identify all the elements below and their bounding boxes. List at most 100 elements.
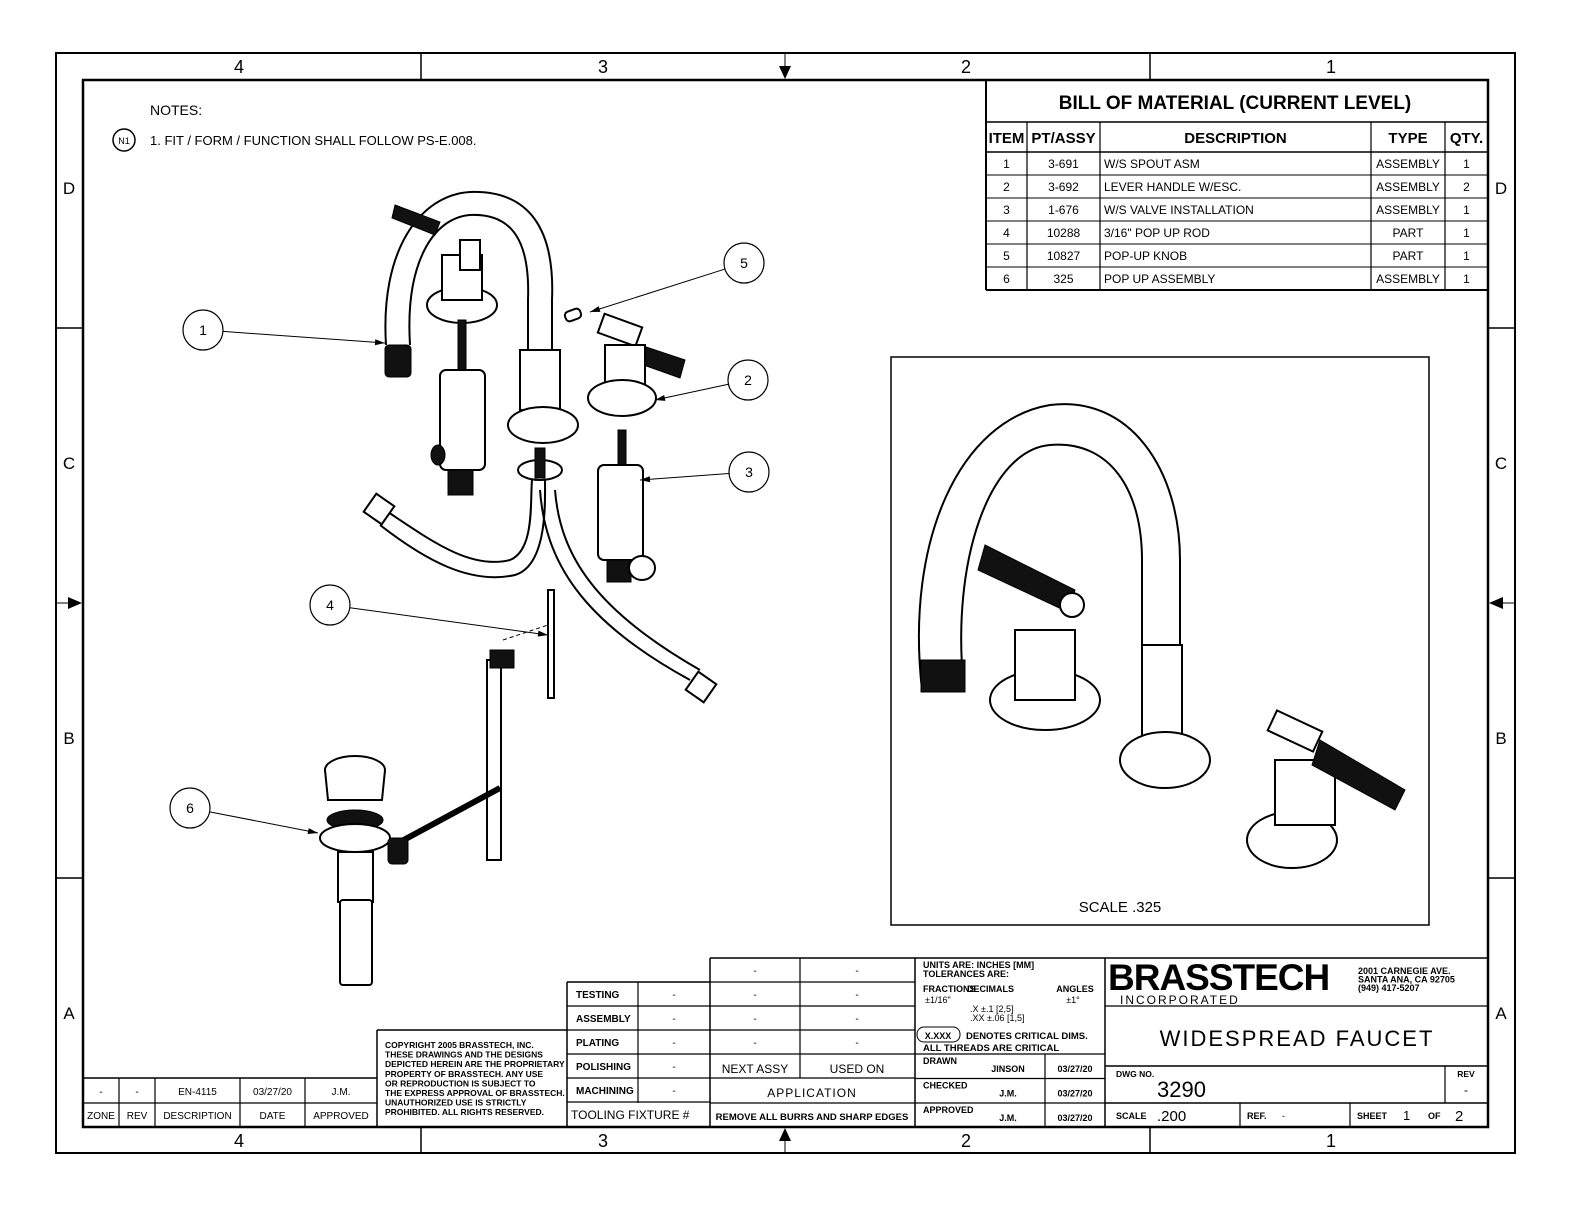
application-cell: - xyxy=(855,990,858,1001)
process-value: - xyxy=(672,1086,675,1097)
rule-line xyxy=(654,383,729,401)
drawing-title: WIDESPREAD FAUCET xyxy=(1160,1026,1435,1051)
dwg-no-label: DWG NO. xyxy=(1116,1069,1154,1079)
fractions-label: FRACTIONS xyxy=(923,984,976,994)
process-label: TESTING xyxy=(576,990,620,1001)
bom-cell: ASSEMBLY xyxy=(1376,157,1440,171)
used-on-label: USED ON xyxy=(830,1062,885,1076)
leader-arrow xyxy=(537,630,548,637)
isometric-view: SCALE .325 xyxy=(890,356,1430,926)
process-value: - xyxy=(672,1038,675,1049)
company-address: 2001 CARNEGIE AVE. xyxy=(1358,966,1451,976)
rev-value: - xyxy=(1464,1083,1468,1097)
zone-dividers xyxy=(56,53,1515,1153)
bom-cell: LEVER HANDLE W/ESC. xyxy=(1104,180,1241,194)
process-label: MACHINING xyxy=(576,1086,634,1097)
rule-line xyxy=(589,268,726,313)
bom-cell: 10288 xyxy=(1047,226,1081,240)
rule-line xyxy=(639,472,730,481)
zone-row-label: D xyxy=(63,179,75,198)
signoff-label: APPROVED xyxy=(923,1105,974,1115)
dwg-no: 3290 xyxy=(1157,1077,1206,1102)
scale-label: SCALE xyxy=(1116,1111,1147,1121)
balloon-number: 5 xyxy=(740,255,748,271)
signoff-date: 03/27/20 xyxy=(1057,1089,1092,1099)
balloon-circle xyxy=(169,787,211,829)
bom-cell: PART xyxy=(1393,226,1425,240)
bom-cell: ASSEMBLY xyxy=(1376,203,1440,217)
supply-hoses xyxy=(362,479,718,704)
process-value: - xyxy=(672,990,675,1001)
left-valve xyxy=(426,239,498,496)
pop-up-drain xyxy=(319,755,409,986)
revision-cell: J.M. xyxy=(332,1087,351,1098)
bom-header: QTY. xyxy=(1450,130,1483,147)
note-item: 1. FIT / FORM / FUNCTION SHALL FOLLOW PS… xyxy=(150,133,477,148)
zone-row-label: D xyxy=(1495,179,1507,198)
bom-cell: 1 xyxy=(1463,157,1470,171)
bom-cell: 325 xyxy=(1053,272,1073,286)
process-label: PLATING xyxy=(576,1038,619,1049)
sheet-count: 2 xyxy=(1455,1108,1463,1125)
zone-row-label: C xyxy=(63,454,75,473)
application-cell: - xyxy=(855,966,858,977)
next-assy-label: NEXT ASSY xyxy=(722,1062,788,1076)
critical-symbol-text: X.XXX xyxy=(925,1031,952,1041)
signoff-date: 03/27/20 xyxy=(1057,1113,1092,1123)
bom-cell: 1 xyxy=(1463,226,1470,240)
bom-cell: 3/16" POP UP ROD xyxy=(1104,226,1210,240)
angles-label: ANGLES xyxy=(1056,984,1094,994)
process-value: - xyxy=(672,1014,675,1025)
application-cell: - xyxy=(753,1014,756,1025)
bom-cell: PART xyxy=(1393,249,1425,263)
balloon-circle xyxy=(723,242,765,284)
tooling-fixture-label: TOOLING FIXTURE # xyxy=(571,1108,690,1122)
leader-arrow xyxy=(640,476,651,483)
balloon-circle xyxy=(728,451,770,493)
company-address: (949) 417-5207 xyxy=(1358,983,1420,993)
copyright-line: PROPERTY OF BRASSTECH. ANY USE xyxy=(385,1069,543,1079)
revision-header: ZONE xyxy=(87,1111,115,1122)
process-label: ASSEMBLY xyxy=(576,1014,631,1025)
bom-cell: 1 xyxy=(1463,249,1470,263)
bom-cell: W/S VALVE INSTALLATION xyxy=(1104,203,1254,217)
revision-header: APPROVED xyxy=(313,1111,369,1122)
decimal-tolerance-1: .X ±.1 [2,5] xyxy=(970,1004,1013,1014)
angle-tolerance: ±1° xyxy=(1066,995,1080,1005)
zone-col-label: 3 xyxy=(598,57,608,77)
revision-cell: - xyxy=(135,1087,138,1098)
spout xyxy=(384,190,579,481)
bom-cell: 4 xyxy=(1003,226,1010,240)
copyright-line: OR REPRODUCTION IS SUBJECT TO xyxy=(385,1078,536,1088)
copyright-line: THESE DRAWINGS AND THE DESIGNS xyxy=(385,1050,543,1060)
signoff-label: CHECKED xyxy=(923,1081,968,1091)
balloon-number: 6 xyxy=(186,800,194,816)
company-sub: INCORPORATED xyxy=(1120,993,1240,1007)
notes-heading: NOTES: xyxy=(150,102,202,118)
ref-value: - xyxy=(1282,1111,1285,1121)
application-label: APPLICATION xyxy=(767,1086,856,1100)
zone-col-label: 4 xyxy=(234,1131,244,1151)
zone-col-label: 2 xyxy=(961,1131,971,1151)
copyright-line: COPYRIGHT 2005 BRASSTECH, INC. xyxy=(385,1040,534,1050)
bom-cell: 3-691 xyxy=(1048,157,1079,171)
leader-arrow xyxy=(655,394,666,401)
bom-header: PT/ASSY xyxy=(1031,130,1095,147)
balloon-number: 2 xyxy=(744,372,752,388)
zone-col-label: 1 xyxy=(1326,57,1336,77)
balloon-number: 1 xyxy=(199,322,207,338)
pop-up-rod xyxy=(398,589,555,861)
bom-cell: 1 xyxy=(1003,157,1010,171)
bom-cell: 1 xyxy=(1463,203,1470,217)
of-label: OF xyxy=(1428,1111,1441,1121)
bom-header: ITEM xyxy=(989,130,1025,147)
signoff-name: J.M. xyxy=(999,1113,1017,1123)
bom-cell: 1-676 xyxy=(1048,203,1079,217)
zone-row-label: C xyxy=(1495,454,1507,473)
balloon-circle xyxy=(727,359,769,401)
process-label: POLISHING xyxy=(576,1062,631,1073)
decimal-tolerance-2: .XX ±.06 [1,5] xyxy=(970,1013,1024,1023)
signoff-label: DRAWN xyxy=(923,1056,957,1066)
revision-header: DESCRIPTION xyxy=(163,1111,231,1122)
